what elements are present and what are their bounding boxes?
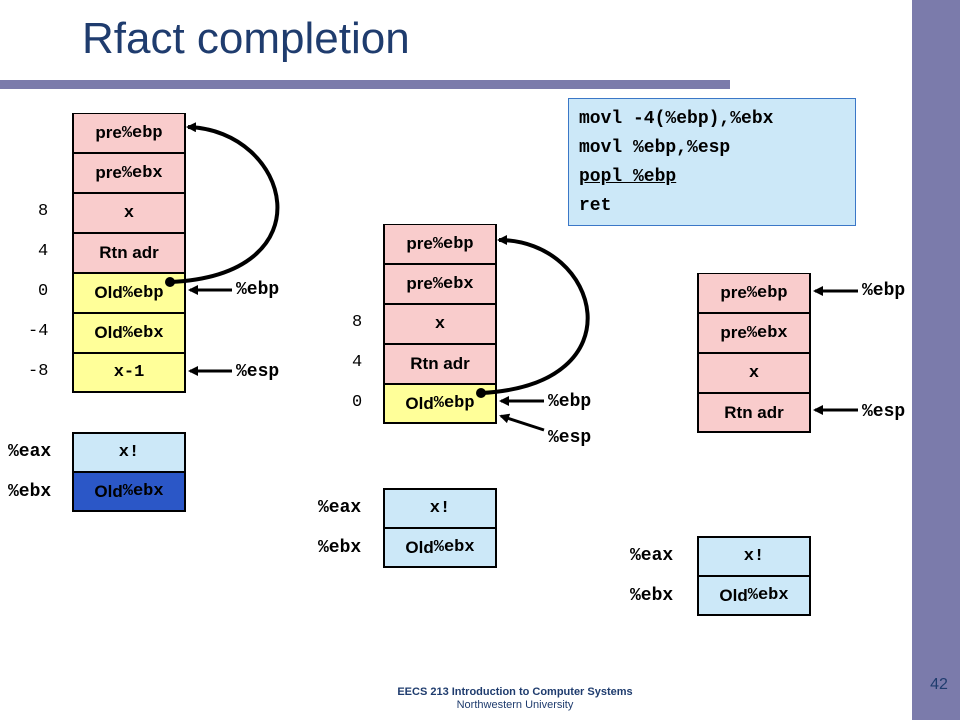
stack1-cell-x: x: [72, 193, 186, 233]
stack1-cell-pre-ebx: pre %ebx: [72, 153, 186, 193]
stack2-ebx-label: %ebx: [318, 538, 362, 558]
stack2-eax-value: x!: [383, 488, 497, 528]
stack2-cell-x: x: [383, 304, 497, 344]
code-line-4: ret: [579, 196, 612, 216]
stack3-eax-label: %eax: [630, 546, 674, 566]
page-number: 42: [930, 676, 948, 693]
stack3-ebx-label: %ebx: [630, 586, 674, 606]
stack1-ebx-label: %ebx: [8, 482, 52, 502]
stack1-esp-label: %esp: [236, 362, 280, 382]
stack3-ebx-value: Old %ebx: [697, 576, 811, 616]
stack1-saved-ebp-arrow: [169, 122, 280, 284]
stack1-ebp-label: %ebp: [236, 280, 280, 300]
stack1-offset-minus-8: -8: [28, 362, 49, 381]
stack1-eax-label: %eax: [8, 442, 52, 462]
stack1-offset-8: 8: [38, 202, 49, 221]
code-line-2: movl %ebp,%esp: [579, 138, 731, 158]
stack3-cell-pre-ebp: pre %ebp: [697, 273, 811, 313]
stack1-cell-pre-ebp: pre %ebp: [72, 113, 186, 153]
stack3-ebp-label: %ebp: [862, 281, 906, 301]
stack2-ebx-value: Old %ebx: [383, 528, 497, 568]
stack3-cell-pre-ebx: pre %ebx: [697, 313, 811, 353]
title-underline: [0, 80, 730, 89]
stack3-cell-rtn-adr: Rtn adr: [697, 393, 811, 433]
stack3-cell-x: x: [697, 353, 811, 393]
stack3-esp-label: %esp: [862, 402, 906, 422]
stack2-esp-arrow: [499, 413, 545, 432]
stack1-ebx-value: Old %ebx: [72, 472, 186, 512]
stack2-offset-0: 0: [352, 393, 363, 412]
stack1-cell-old-ebx: Old %ebx: [72, 313, 186, 353]
stack1-cell-rtn-adr: Rtn adr: [72, 233, 186, 273]
stack1-cell-x-minus-1: x-1: [72, 353, 186, 393]
stack1-offset-4: 4: [38, 242, 49, 261]
stack2-offset-8: 8: [352, 313, 363, 332]
stack2-cell-rtn-adr: Rtn adr: [383, 344, 497, 384]
code-line-3: popl %ebp: [579, 167, 677, 187]
footer-course: EECS 213 Introduction to Computer System…: [397, 686, 633, 698]
code-line-1: movl -4(%ebp),%ebx: [579, 109, 774, 129]
stack1-offset-0: 0: [38, 282, 49, 301]
stack2-ebp-label: %ebp: [548, 392, 592, 412]
footer-university: Northwestern University: [456, 699, 574, 711]
code-box: movl -4(%ebp),%ebx movl %ebp,%esp popl %…: [568, 98, 856, 226]
stack3-eax-value: x!: [697, 536, 811, 576]
slide-sidebar: [912, 0, 960, 720]
stack2-eax-label: %eax: [318, 498, 362, 518]
stack1-offset-minus-4: -4: [28, 322, 49, 341]
stack1-saved-ebp-dot: [165, 277, 175, 287]
stack2-esp-label: %esp: [548, 428, 592, 448]
stack1-eax-value: x!: [72, 432, 186, 472]
stack2-saved-ebp-arrow: [480, 235, 590, 395]
stack2-saved-ebp-dot: [476, 388, 486, 398]
slide-title: Rfact completion: [82, 14, 410, 63]
stack2-cell-pre-ebp: pre %ebp: [383, 224, 497, 264]
slide-footer: EECS 213 Introduction to Computer System…: [340, 686, 690, 712]
stack2-cell-pre-ebx: pre %ebx: [383, 264, 497, 304]
stack2-offset-4: 4: [352, 353, 363, 372]
